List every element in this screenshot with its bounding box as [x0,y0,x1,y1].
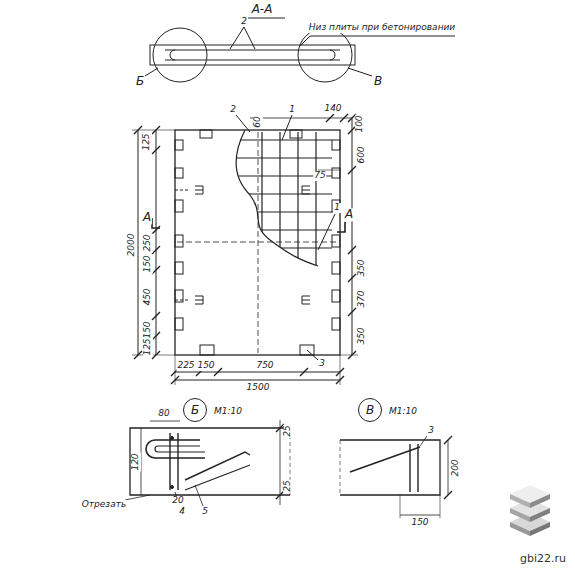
dimension-label: 600 [357,145,367,164]
dimension-label: А [344,208,354,221]
dimension-label: 25 [283,424,293,437]
dimension-label: 2000 [127,233,137,258]
dimension-label: 2 [229,105,237,115]
dimension-label: Б [135,75,145,88]
dimension-label: 150 [410,518,429,528]
dimension-label: А [142,211,152,224]
dimension-label: В [373,75,383,88]
dimension-label: Отрезать [81,500,127,510]
dimension-label: А-А [251,3,274,16]
dimension-label: 80 [157,409,170,419]
dimension-label: 1500 [246,383,271,393]
dimension-label: 370 [357,289,367,308]
detail-callout-circle: Б [183,398,207,422]
detail-callout-circle: В [358,398,382,422]
dimension-label: 150 [196,361,215,371]
dimension-label: 75 [313,171,326,181]
dimension-label: 120 [131,452,141,471]
detail-letter: Б [191,403,199,417]
dimension-label: 450 [143,287,153,306]
dimension-label: 1 [333,203,341,213]
dimension-label: 1 [288,105,296,115]
dimension-label: 2 [240,17,248,27]
dimension-label: 350 [357,258,367,277]
dimension-label: М1:10 [388,407,418,417]
dimension-label: 3 [427,426,435,436]
dimension-label: 200 [451,458,461,477]
dimension-label: 20 [171,496,184,506]
dimension-label: 60 [253,115,263,128]
dimension-label: 3 [318,359,326,369]
dimension-label: 225 [176,361,195,371]
dimension-label: 150 [143,254,153,273]
dimension-label: Низ плиты при бетонировании [308,23,456,33]
dimension-label: 125 [142,132,152,151]
dimension-label: М1:10 [213,407,243,417]
detail-letter: В [366,403,374,417]
dimension-label: 250 [143,233,153,252]
dimension-label: 125 [143,337,153,356]
dimension-label: 140 [323,104,342,114]
dimension-label: 750 [255,361,274,371]
dimension-label: 5 [201,507,209,517]
dimension-label: 350 [357,326,367,345]
dimension-label: 25 [283,479,293,492]
watermark: gbi22.ru [519,553,567,565]
dimension-label: 100 [355,114,365,133]
dimension-label: 4 [178,507,186,517]
